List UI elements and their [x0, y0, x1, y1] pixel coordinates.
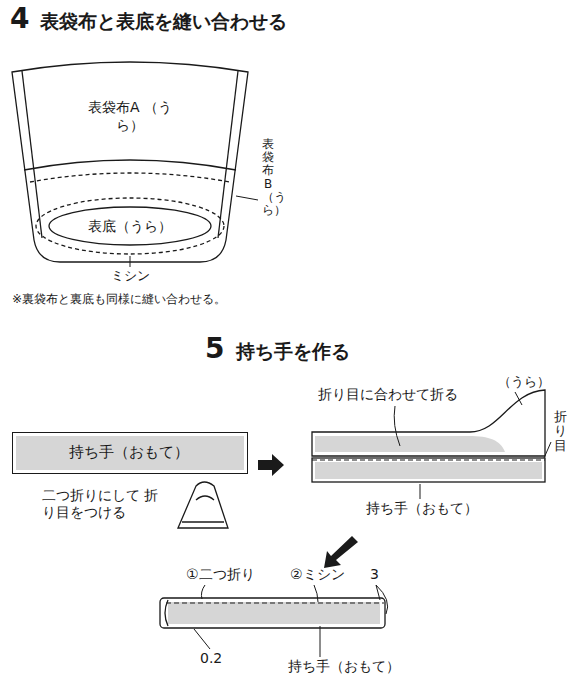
leader-line [320, 626, 321, 657]
leader-line [544, 442, 551, 458]
strip-face [315, 436, 505, 452]
instruction: ①二つ折り [186, 566, 255, 583]
node-label: 表袋布A （うら） [82, 98, 178, 134]
base-oval: 表底（うら） [48, 206, 212, 246]
leader-line [236, 196, 258, 200]
strip-face [315, 462, 542, 479]
leader-line [194, 629, 210, 649]
leader-line [394, 406, 400, 446]
node-label: 持ち手（おもて） [69, 443, 189, 463]
dimension: 0.2 [200, 650, 222, 667]
fold-line [312, 460, 545, 461]
bag-seam-line [22, 71, 42, 238]
strip-face [168, 602, 380, 624]
leader-line [130, 256, 131, 267]
part-name: 折り目 [554, 410, 567, 453]
panel-join-line [24, 160, 236, 170]
strip-outline [160, 598, 385, 628]
strip-outline [312, 458, 545, 482]
node-label: 表底（うら） [88, 217, 172, 235]
part-name: 持ち手（おもて） [288, 658, 400, 675]
leader-line [201, 585, 205, 599]
part-name: 持ち手（おもて） [366, 500, 478, 517]
leader-line [420, 484, 421, 499]
handle-strip: 持ち手（おもて） [12, 432, 248, 474]
stitch-line [36, 198, 224, 254]
instruction: 折り目に合わせて折る [318, 386, 458, 403]
step-number: 5 [205, 332, 224, 366]
instruction: 二つ折りにして 折り目をつける [42, 487, 170, 521]
iron-symbol [196, 496, 214, 500]
leader-line [314, 585, 318, 602]
dimension: 3 [370, 566, 379, 583]
step-heading: 表袋布と表底を縫い合わせる [40, 10, 287, 33]
side-label: （うら） [498, 374, 550, 390]
leader-line [515, 392, 522, 405]
fold-edge [165, 600, 168, 626]
step-heading: 持ち手を作る [236, 340, 350, 363]
iron-symbol [178, 482, 228, 528]
iron-symbol [182, 521, 224, 522]
step-arrow [324, 536, 358, 568]
bag-seam-line [218, 71, 238, 238]
instruction: ②ミシン [290, 566, 345, 583]
part-name: ミシン [111, 268, 150, 284]
step-arrow [258, 454, 284, 476]
stitch-line [166, 603, 384, 604]
bag-outline [12, 62, 248, 262]
oval-outline [49, 207, 211, 245]
bag-panel: 表袋布A （うら） 表底（うら） [12, 60, 248, 265]
stitch-line [30, 173, 230, 182]
leader-line [376, 585, 388, 614]
note: ※裏袋布と裏底も同様に縫い合わせる。 [12, 292, 226, 306]
step-number: 4 [10, 2, 29, 36]
part-name: 表袋布B（うら） [262, 138, 274, 217]
